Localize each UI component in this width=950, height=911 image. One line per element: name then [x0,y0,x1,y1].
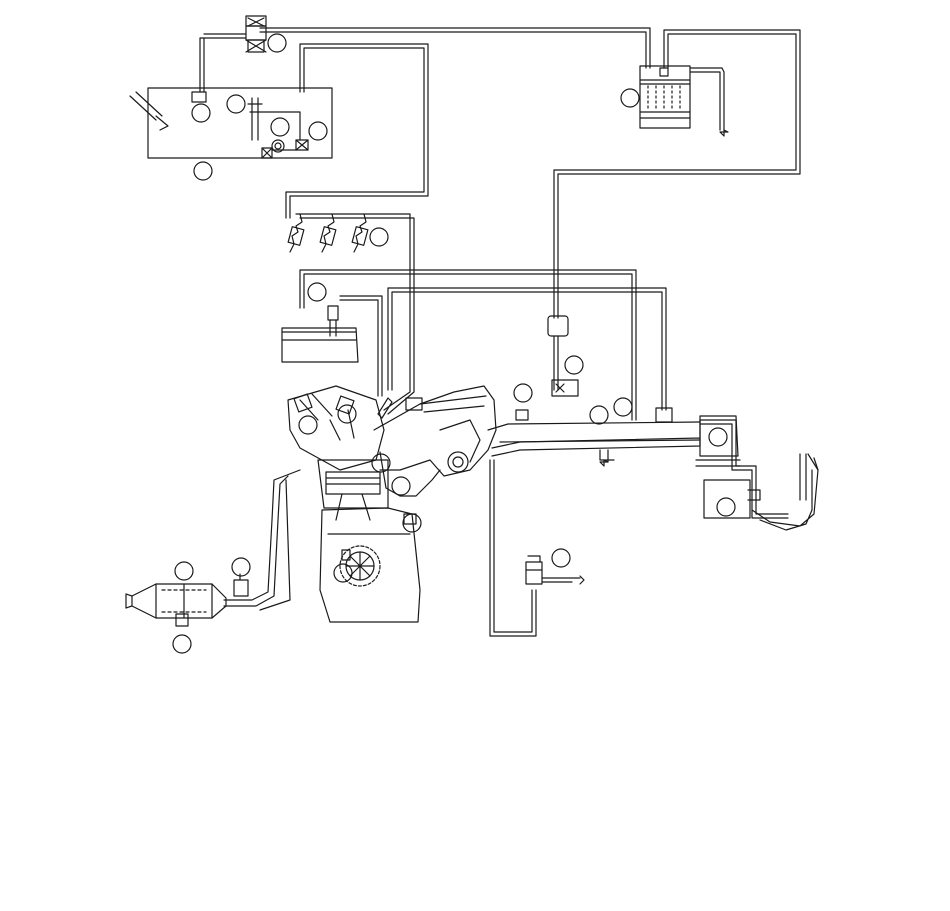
intake-duct-lower [696,460,740,466]
egr-pipe [380,452,440,496]
callout-marker [565,356,583,374]
oxygen-sensor-up [234,580,248,596]
callout-marker [621,89,639,107]
resonator [752,454,818,530]
map-sensor-2 [548,316,568,336]
crank-position-sensor [342,550,350,560]
cylinder-head [288,386,384,470]
canister-vent-hose [554,30,800,318]
oxygen-sensor-down [176,614,188,626]
vacuum-hose-bottom [490,460,536,636]
purge-hose-top [260,28,650,68]
tank-gauge [192,92,206,102]
harness-long-1 [300,270,636,420]
maf-sensor [656,408,672,422]
map-sensor [406,398,422,410]
fuel-filler-neck [130,92,168,130]
throttle-body [448,452,468,472]
air-inlet-pipe [282,306,358,362]
purge-control-valve [246,16,266,52]
harness-long-2 [388,288,666,410]
injector-3 [352,214,368,252]
callout-markers [173,34,735,653]
catalytic-converter [126,574,248,626]
camshaft-box-2 [336,396,354,414]
vacuum-hose-left-down [200,34,246,92]
fuel-pressure-regulator [296,140,308,150]
callout-marker [614,398,632,416]
air-inlet [800,454,818,500]
callout-marker [268,34,286,52]
callout-marker [709,428,727,446]
callout-marker [192,104,210,122]
knock-sensor [404,514,416,524]
callout-marker [370,228,388,246]
callout-marker [173,635,191,653]
piston [326,472,380,494]
callout-marker [299,416,317,434]
camshaft-box-1 [294,394,312,412]
callout-marker [717,498,735,516]
connecting-rod [336,494,370,520]
fuel-pump-module [248,98,300,140]
engine-block [288,386,496,622]
fuel-filter [262,148,272,158]
air-intake-assembly [488,316,818,530]
spark-plug [378,398,392,418]
callout-marker [372,454,390,472]
callout-marker [590,406,608,424]
callout-marker [271,118,289,136]
harness-sensor [340,296,382,396]
iac-valve [516,410,528,420]
exhaust-down [260,480,290,610]
intake-duct [492,420,788,518]
air-temp-sensor [328,306,338,320]
callout-marker [338,405,356,423]
callout-marker [392,477,410,495]
crankcase [320,508,420,622]
callout-marker [334,564,352,582]
charcoal-canister [640,66,728,136]
injector-1 [288,214,304,252]
air-cleaner-outline [700,416,738,456]
tps-box [552,380,578,396]
injector-2 [320,214,336,252]
intake-valve [300,394,354,440]
callout-marker [514,384,532,402]
fuel-injectors [288,214,368,252]
fuel-pump [272,140,284,152]
air-filter-box [704,480,750,518]
callout-marker [194,162,212,180]
callout-marker [308,283,326,301]
callout-marker [403,514,421,532]
fuel-feed-hose [286,44,428,218]
fuel-tank [130,88,332,158]
vacuum-hose-mid [554,336,558,390]
callout-marker [309,122,327,140]
callout-marker [175,562,193,580]
throttle-duct [488,422,700,442]
callout-marker [552,549,570,567]
callout-marker [232,558,250,576]
intake-manifold [374,386,496,476]
callout-marker [227,95,245,113]
exhaust-pipe [224,470,300,606]
injector-rail-hose [296,214,414,414]
fuel-tank-body [148,88,332,158]
vacuum-switching-valve [526,556,584,584]
